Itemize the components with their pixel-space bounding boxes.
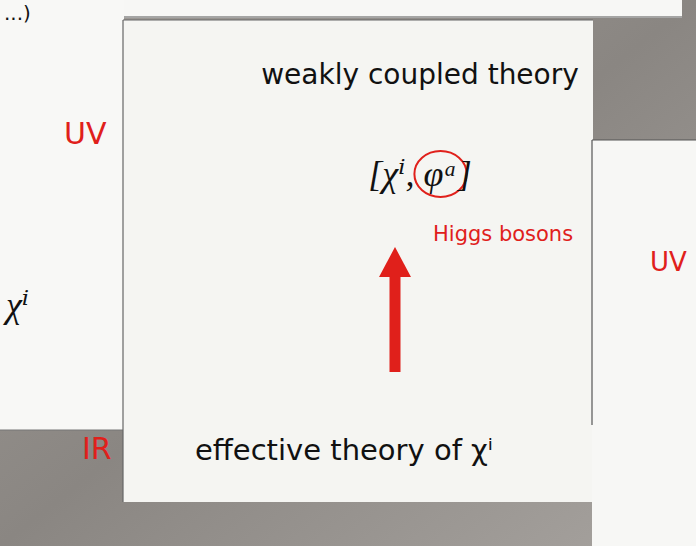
main-sheet [123,20,593,502]
scale-label: UV [650,247,687,278]
sheet-edge [592,139,696,140]
field-formula: [χⁱ, φᵃ] [261,152,579,197]
sheet-edge [122,20,123,502]
theory-name: effective theory of χⁱ [195,432,493,468]
arrow-connector [379,247,411,372]
sheet-edge [123,20,593,21]
annotation: Higgs bosons [433,222,573,247]
arrow-shaft [390,277,401,372]
theory-name: weakly coupled theory [261,57,579,92]
theory-block: effective theory of χⁱ [185,372,503,468]
right-sheet [592,140,696,546]
scale-label: IR [82,431,112,467]
sheet-edge [591,140,592,425]
scale-label: UV [64,116,106,152]
left-sheet [0,0,124,430]
fragment-text: ...) [4,1,31,25]
field-symbol: χⁱ [6,284,29,327]
sheet-edge [0,430,124,431]
arrow-head [379,247,411,277]
theory-block: weakly coupled theory [χⁱ, φᵃ] [251,57,589,247]
